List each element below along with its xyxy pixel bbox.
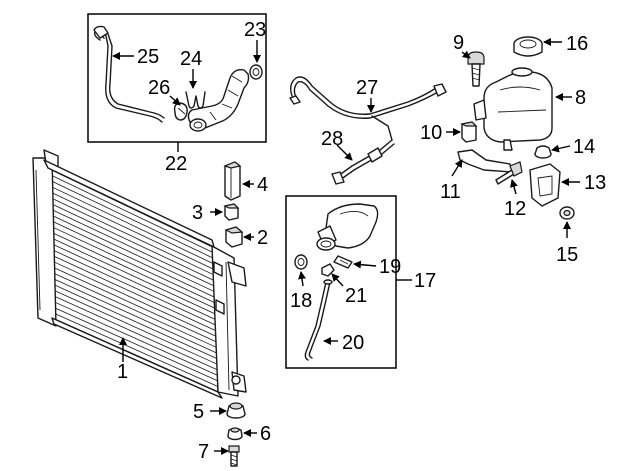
bracket-13[interactable] (529, 163, 561, 207)
clamp-24[interactable] (185, 91, 206, 109)
hose-25[interactable] (93, 25, 165, 123)
radiator-fin-line (51, 300, 218, 376)
callout-25: 25 (137, 46, 159, 68)
callout-18: 18 (290, 290, 312, 312)
bracket-11[interactable] (457, 149, 513, 173)
callout-5: 5 (193, 401, 204, 423)
callout-labels: 1 2 3 4 5 6 7 8 9 10 11 12 13 14 15 16 1… (117, 19, 606, 463)
callout-21: 21 (345, 285, 367, 307)
radiator-mount-5[interactable] (226, 402, 246, 419)
seal-23[interactable] (249, 64, 263, 80)
radiator-fin-line (48, 179, 216, 260)
callout-19: 19 (379, 256, 401, 278)
callout-11: 11 (440, 181, 461, 203)
leader-lines (112, 38, 580, 455)
callout-8: 8 (575, 87, 586, 109)
callout-23: 23 (244, 19, 266, 41)
radiator-fin-line (47, 173, 216, 254)
radiator-fin-line (50, 254, 217, 332)
callout-9: 9 (453, 32, 464, 54)
callout-15: 15 (556, 244, 578, 266)
assembly-box-17 (285, 195, 397, 369)
callout-2: 2 (257, 227, 268, 249)
radiator-fin-line (48, 196, 216, 277)
radiator-fin-line (49, 231, 217, 310)
callout-26: 26 (148, 77, 170, 99)
sensor-10[interactable] (460, 121, 478, 143)
radiator-fin-line (51, 306, 218, 382)
callout-13: 13 (584, 172, 606, 194)
radiator-fins (47, 173, 219, 387)
bolt-9[interactable] (467, 51, 485, 87)
pipe-20[interactable] (304, 279, 333, 361)
hose-28[interactable] (331, 139, 395, 185)
hose-group-box-22 (87, 13, 267, 143)
callout-27: 27 (356, 77, 378, 99)
radiator-fin-line (50, 265, 218, 343)
radiator-fin-line (49, 225, 217, 304)
seal-18[interactable] (294, 254, 308, 270)
radiator-mount-3[interactable] (223, 203, 240, 221)
radiator-fin-line (51, 288, 218, 365)
radiator-fin-line (50, 271, 218, 349)
radiator-mount-6[interactable] (227, 427, 243, 441)
callout-20: 20 (342, 332, 364, 354)
radiator-fin-line (48, 208, 216, 288)
callout-6: 6 (260, 423, 271, 445)
reservoir-tank-8[interactable] (473, 67, 553, 151)
radiator-fin-line (51, 311, 219, 387)
radiator-fin-line (50, 277, 218, 354)
callout-16: 16 (566, 33, 588, 55)
bolt-7[interactable] (228, 445, 240, 467)
callout-24: 24 (180, 48, 202, 70)
clamp-21[interactable] (321, 263, 335, 277)
callout-28: 28 (321, 128, 343, 150)
radiator-bracket-upper[interactable] (223, 161, 242, 201)
radiator-fin-line (48, 184, 216, 265)
callout-17: 17 (414, 270, 436, 292)
radiator-fin-line (50, 259, 218, 337)
callout-7: 7 (198, 441, 209, 463)
callout-12: 12 (504, 198, 526, 220)
callout-3: 3 (192, 202, 203, 224)
radiator-fin-line (49, 248, 217, 326)
grommet-14[interactable] (534, 145, 552, 159)
radiator-fin-line (49, 236, 217, 315)
clamp-26[interactable] (173, 102, 188, 121)
callout-22: 22 (165, 153, 187, 175)
cap-16[interactable] (513, 36, 543, 57)
radiator-mount-2[interactable] (224, 226, 244, 248)
radiator-fin-line (48, 202, 216, 282)
radiator-fin-line (49, 242, 217, 321)
radiator-fin-line (48, 190, 216, 271)
grommet-15[interactable] (559, 206, 575, 220)
radiator-fin-line (49, 219, 217, 299)
callout-14: 14 (573, 136, 595, 158)
radiator-fin-line (50, 283, 218, 360)
radiator-fin-line (49, 213, 217, 293)
hose-upper[interactable] (187, 68, 250, 132)
clip-19[interactable] (333, 255, 353, 269)
bolt-12[interactable] (495, 161, 523, 185)
radiator-fin-line (51, 294, 218, 371)
callout-10: 10 (420, 122, 442, 144)
callout-4: 4 (257, 174, 268, 196)
hose-27[interactable] (289, 76, 447, 141)
callout-1: 1 (117, 361, 128, 383)
water-outlet-assembly[interactable] (316, 203, 379, 251)
radiator[interactable] (32, 149, 247, 399)
